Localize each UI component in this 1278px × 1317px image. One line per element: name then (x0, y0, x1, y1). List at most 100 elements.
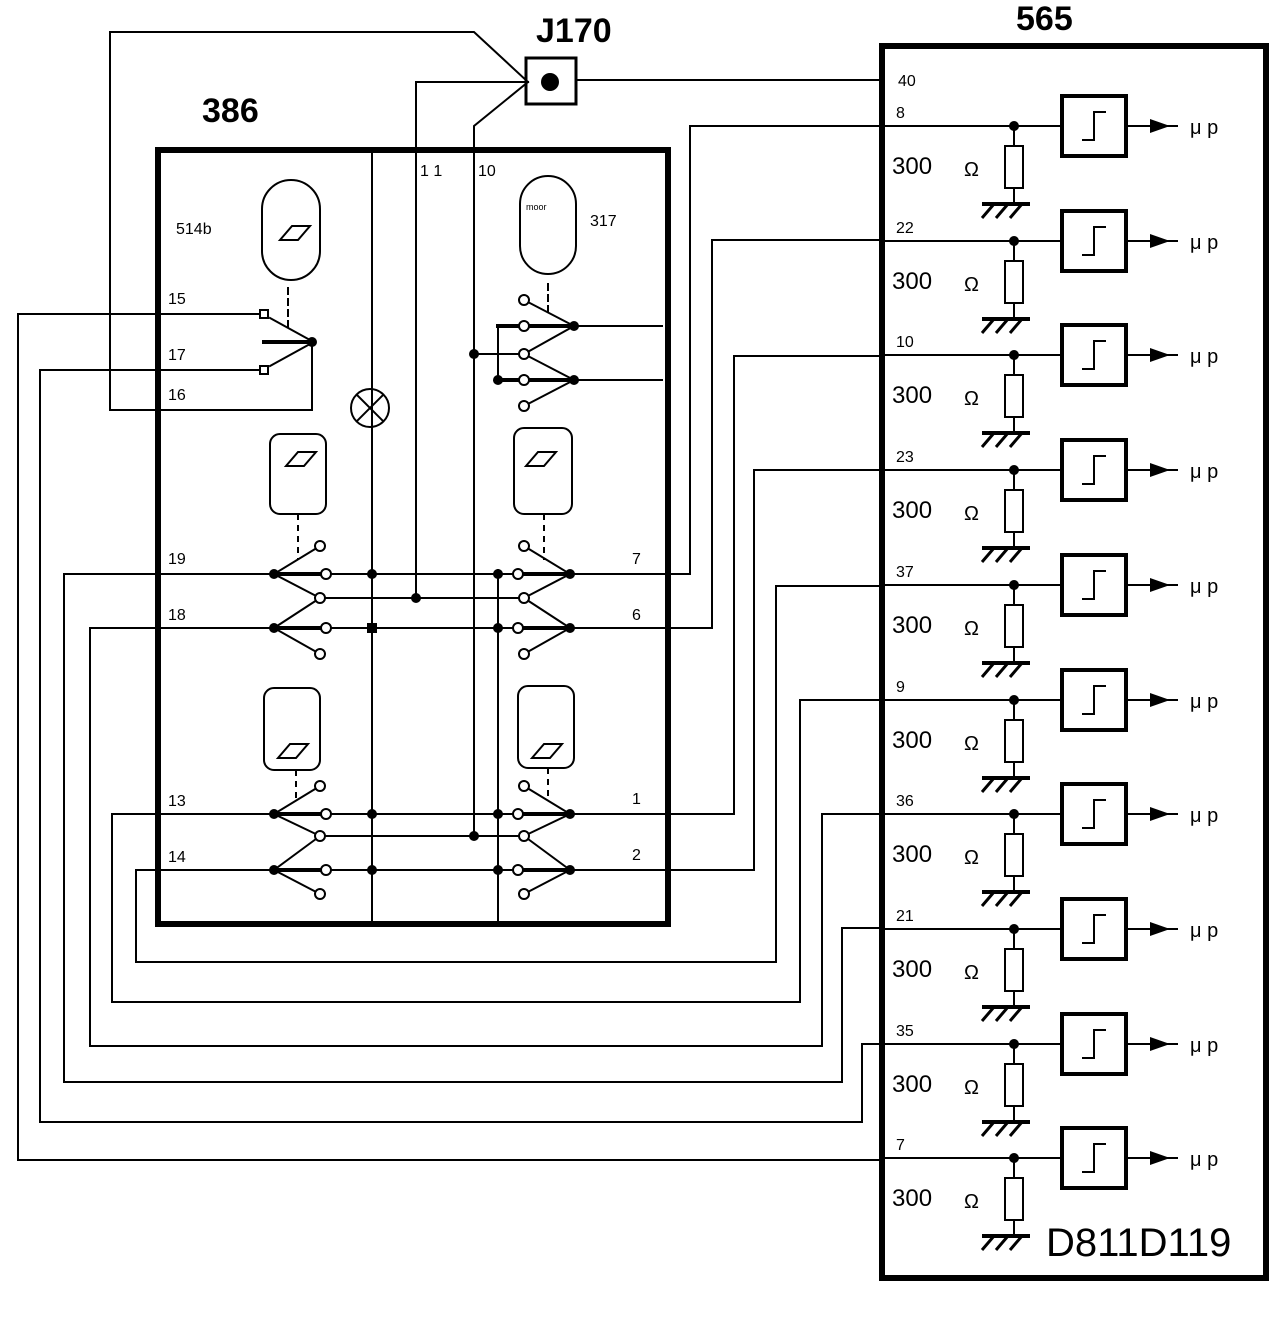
arrow-icon (1150, 807, 1170, 821)
output-label: μ p (1190, 576, 1218, 598)
pin-11-label: 1 1 (420, 163, 442, 180)
step-icon (1082, 914, 1106, 944)
ecu-pin-label: 37 (896, 564, 914, 581)
ohm-unit: Ω (964, 847, 979, 869)
arrow-icon (1150, 463, 1170, 477)
ecu-pin-label: 8 (896, 105, 905, 122)
resistor-value: 300 (892, 268, 932, 295)
switch-317-tag: moor (526, 202, 547, 212)
right-pin-label: 6 (632, 607, 641, 624)
resistor-value: 300 (892, 497, 932, 524)
step-icon (1082, 1143, 1106, 1173)
resistor-symbol (1004, 1177, 1024, 1221)
ecu-pin-40-label: 40 (898, 73, 916, 90)
module-386-box (155, 147, 671, 927)
ecu-pin-label: 9 (896, 679, 905, 696)
output-label: μ p (1190, 1035, 1218, 1057)
pin-10-label: 10 (478, 163, 496, 180)
ecu-channel: 7 300 Ωμ p (882, 1126, 1218, 1251)
step-icon (1082, 226, 1106, 256)
arrow-icon (1150, 1151, 1170, 1165)
ecu-channel: 22 300 Ωμ p (882, 209, 1218, 334)
arrow-icon (1150, 693, 1170, 707)
ecu-channel: 21 300 Ωμ p (882, 897, 1218, 1022)
ohm-unit: Ω (964, 388, 979, 410)
output-label: μ p (1190, 691, 1218, 713)
arrow-icon (1150, 234, 1170, 248)
right-pin-label: 7 (632, 551, 641, 568)
switch-low-left-body (263, 687, 321, 771)
step-icon (1082, 799, 1106, 829)
resistor-symbol (1004, 833, 1024, 877)
part-code: D811D119 (1046, 1221, 1231, 1265)
ohm-unit: Ω (964, 962, 979, 984)
output-label: μ p (1190, 232, 1218, 254)
resistor-value: 300 (892, 956, 932, 983)
switch-514b-label: 514b (176, 221, 212, 238)
resistor-value: 300 (892, 841, 932, 868)
connector-j170-pin (541, 73, 559, 91)
resistor-value: 300 (892, 382, 932, 409)
step-icon (1082, 685, 1106, 715)
resistor-symbol (1004, 1063, 1024, 1107)
ohm-unit: Ω (964, 1077, 979, 1099)
output-label: μ p (1190, 117, 1218, 139)
left-pin-label: 16 (168, 387, 186, 404)
resistor-value: 300 (892, 612, 932, 639)
output-label: μ p (1190, 346, 1218, 368)
left-pin-label: 18 (168, 607, 186, 624)
step-icon (1082, 1029, 1106, 1059)
switch-mid-right-body (513, 427, 573, 515)
resistor-symbol (1004, 260, 1024, 304)
ecu-pin-label: 10 (896, 334, 914, 351)
resistor-symbol (1004, 374, 1024, 418)
step-icon (1082, 455, 1106, 485)
ecu-pin-label: 35 (896, 1023, 914, 1040)
switch-317-label: 317 (590, 213, 617, 230)
switch-low-right-body (517, 685, 575, 769)
output-label: μ p (1190, 1149, 1218, 1171)
schmitt-trigger (1060, 209, 1128, 273)
switch-514b-body (261, 179, 321, 281)
left-pin-label: 14 (168, 849, 186, 866)
right-pin-label: 2 (632, 847, 641, 864)
resistor-symbol (1004, 719, 1024, 763)
arrow-icon (1150, 578, 1170, 592)
switch-317-body (519, 175, 577, 275)
output-label: μ p (1190, 805, 1218, 827)
left-pin-label: 13 (168, 793, 186, 810)
ecu-pin-label: 7 (896, 1137, 905, 1154)
step-icon (1082, 340, 1106, 370)
arrow-icon (1150, 922, 1170, 936)
connector-label: J170 (536, 12, 612, 50)
output-label: μ p (1190, 461, 1218, 483)
arrow-icon (1150, 119, 1170, 133)
ecu-pin-label: 21 (896, 908, 914, 925)
output-label: μ p (1190, 920, 1218, 942)
ohm-unit: Ω (964, 1191, 979, 1213)
arrow-icon (1150, 348, 1170, 362)
ohm-unit: Ω (964, 733, 979, 755)
resistor-symbol (1004, 604, 1024, 648)
resistor-value: 300 (892, 1071, 932, 1098)
module-565-box (879, 43, 1269, 1281)
resistor-symbol (1004, 948, 1024, 992)
step-icon (1082, 111, 1106, 141)
module-565-label: 565 (1016, 0, 1073, 38)
ohm-unit: Ω (964, 274, 979, 296)
left-pin-label: 15 (168, 291, 186, 308)
right-pin-label: 1 (632, 791, 641, 808)
resistor-symbol (1004, 489, 1024, 533)
ecu-channel: 8 300 Ωμ p (882, 94, 1218, 219)
ohm-unit: Ω (964, 159, 979, 181)
resistor-value: 300 (892, 153, 932, 180)
ecu-channel: 35 300 Ωμ p (882, 1012, 1218, 1137)
resistor-value: 300 (892, 1185, 932, 1212)
ecu-channel: 10 300 Ωμ p (882, 323, 1218, 448)
ecu-pin-label: 22 (896, 220, 914, 237)
left-pin-label: 17 (168, 347, 186, 364)
